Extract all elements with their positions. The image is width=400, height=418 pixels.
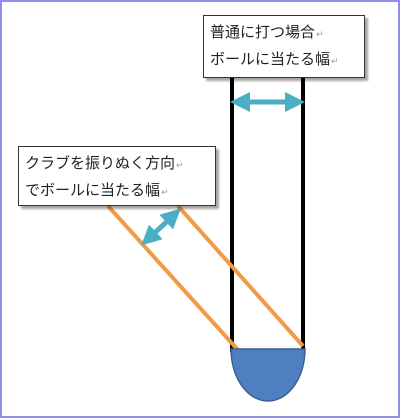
- paragraph-mark-icon: ↵: [161, 188, 169, 198]
- callout-normal-line2: ボールに当たる幅↵: [210, 47, 358, 74]
- callout-swing-line2: でボールに当たる幅↵: [25, 178, 209, 205]
- callout-normal-line1: 普通に打つ場合↵: [210, 20, 358, 47]
- paragraph-mark-icon: ↵: [176, 161, 184, 171]
- paragraph-mark-icon: ↵: [316, 30, 324, 40]
- callout-normal-line2-text: ボールに当たる幅: [210, 50, 331, 68]
- swing-width-arrow: [141, 208, 181, 246]
- callout-swing-line1: クラブを振りぬく方向↵: [25, 151, 209, 178]
- callout-swing-line2-text: でボールに当たる幅: [25, 181, 161, 199]
- callout-normal-line1-text: 普通に打つ場合: [210, 23, 316, 41]
- ball-shape: [230, 348, 306, 402]
- callout-swing-hit: クラブを振りぬく方向↵ でボールに当たる幅↵: [18, 146, 216, 206]
- diagonal-line-right: [176, 204, 305, 348]
- callout-swing-line1-text: クラブを振りぬく方向: [25, 154, 176, 172]
- paragraph-mark-icon: ↵: [331, 57, 339, 67]
- callout-normal-hit: 普通に打つ場合↵ ボールに当たる幅↵: [203, 15, 365, 78]
- diagonal-line-left: [106, 204, 240, 352]
